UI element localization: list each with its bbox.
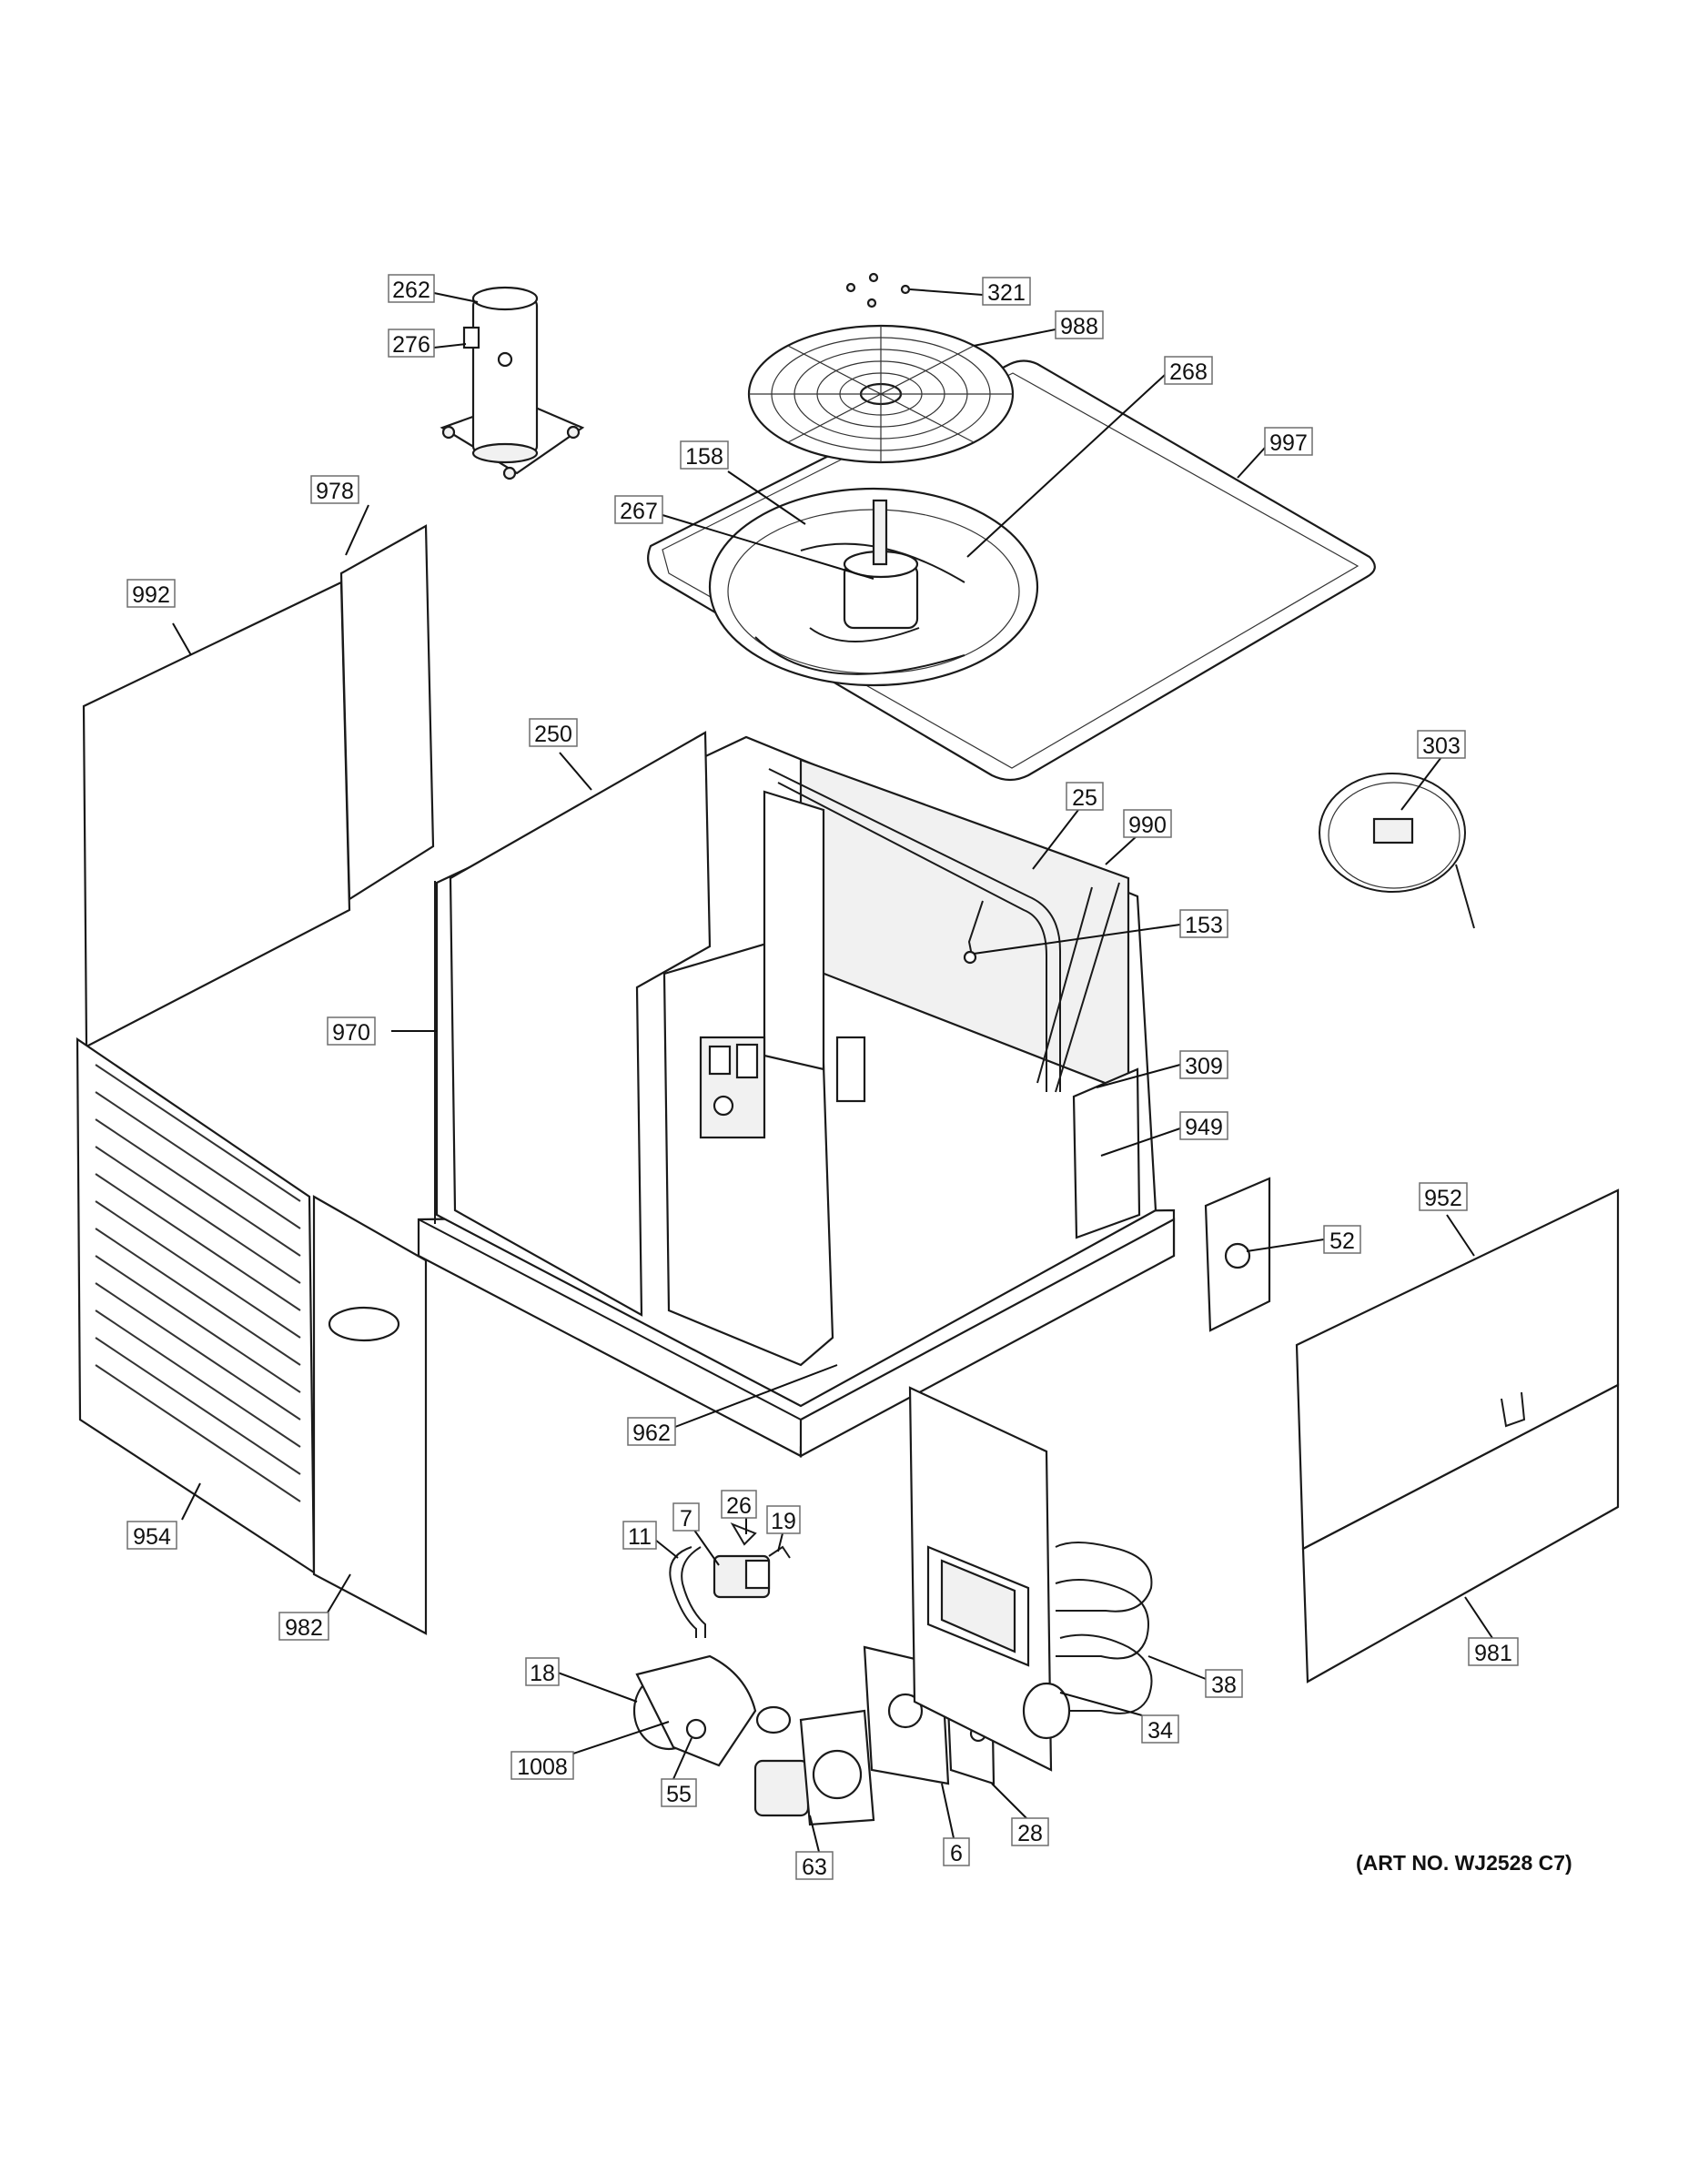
refrigerant-tubing	[768, 768, 1061, 1092]
callout-34: 34	[1141, 1714, 1179, 1744]
fan-nuts	[845, 272, 911, 308]
svg-text:268: 268	[1169, 359, 1208, 385]
gas-valve-assembly	[669, 1522, 791, 1638]
callout-267: 267	[614, 495, 663, 524]
callout-321: 321	[982, 277, 1031, 306]
callout-19: 19	[766, 1505, 801, 1534]
svg-text:970: 970	[332, 1020, 370, 1046]
fan-guard-grille	[747, 324, 1015, 464]
callout-38: 38	[1205, 1669, 1243, 1698]
svg-text:26: 26	[726, 1493, 752, 1519]
svg-text:1008: 1008	[517, 1754, 568, 1780]
heat-exchanger	[1022, 1542, 1153, 1740]
svg-text:262: 262	[392, 278, 430, 303]
svg-text:55: 55	[666, 1782, 692, 1807]
svg-text:19: 19	[771, 1509, 796, 1534]
callout-981: 981	[1468, 1637, 1519, 1666]
svg-text:954: 954	[133, 1524, 171, 1550]
svg-text:309: 309	[1185, 1054, 1223, 1079]
callout-954: 954	[126, 1521, 177, 1550]
callout-970: 970	[327, 1016, 376, 1046]
svg-text:7: 7	[680, 1506, 692, 1532]
callout-6: 6	[943, 1837, 970, 1866]
callout-26: 26	[721, 1490, 757, 1519]
svg-text:63: 63	[802, 1855, 827, 1880]
callout-18: 18	[525, 1657, 560, 1686]
inducer-blower	[632, 1654, 792, 1767]
callout-990: 990	[1123, 809, 1172, 838]
callout-949: 949	[1179, 1111, 1228, 1140]
control-box	[699, 1036, 866, 1139]
fan-motor	[843, 499, 919, 630]
svg-text:250: 250	[534, 722, 572, 747]
callout-262: 262	[388, 274, 435, 303]
callout-52: 52	[1323, 1225, 1361, 1254]
callout-1008: 1008	[510, 1751, 574, 1780]
callout-63: 63	[795, 1851, 834, 1880]
callout-962: 962	[627, 1417, 676, 1446]
svg-text:962: 962	[632, 1421, 671, 1446]
wiring-harness	[1319, 773, 1475, 929]
front-access-door	[312, 1195, 428, 1635]
svg-text:11: 11	[628, 1524, 652, 1550]
svg-text:978: 978	[316, 479, 354, 504]
compressor	[440, 286, 585, 480]
callout-952: 952	[1419, 1182, 1468, 1211]
svg-text:982: 982	[285, 1615, 323, 1641]
svg-text:267: 267	[620, 499, 658, 524]
svg-text:949: 949	[1185, 1115, 1223, 1140]
callout-250: 250	[529, 718, 578, 747]
callout-28: 28	[1011, 1817, 1049, 1846]
draft-motor	[753, 1709, 875, 1826]
callout-153: 153	[1179, 909, 1228, 938]
svg-text:997: 997	[1269, 430, 1308, 456]
callout-309: 309	[1179, 1050, 1228, 1079]
callout-978: 978	[310, 475, 359, 504]
callout-11: 11	[622, 1521, 657, 1550]
svg-text:6: 6	[950, 1841, 963, 1866]
svg-text:28: 28	[1017, 1821, 1043, 1846]
callout-992: 992	[126, 579, 176, 608]
svg-text:952: 952	[1424, 1186, 1462, 1211]
callout-303: 303	[1417, 730, 1466, 759]
art-number-label: (ART NO. WJ2528 C7)	[1356, 1851, 1572, 1875]
svg-text:321: 321	[987, 280, 1026, 306]
callout-268: 268	[1164, 356, 1213, 385]
svg-text:158: 158	[685, 444, 723, 470]
svg-text:25: 25	[1072, 785, 1097, 811]
callout-55: 55	[661, 1778, 697, 1807]
callout-276: 276	[388, 329, 435, 358]
partition-panel	[908, 1386, 1053, 1772]
svg-text:303: 303	[1422, 733, 1461, 759]
svg-text:153: 153	[1185, 913, 1223, 938]
callout-988: 988	[1055, 310, 1104, 339]
callout-7: 7	[672, 1502, 700, 1532]
upper-access-panel	[82, 524, 435, 1048]
right-side-panels	[1295, 1188, 1620, 1684]
svg-text:34: 34	[1147, 1718, 1173, 1744]
callout-158: 158	[680, 440, 729, 470]
inducer-mount-plate	[1204, 1177, 1271, 1332]
callout-25: 25	[1066, 782, 1104, 811]
callout-997: 997	[1264, 427, 1313, 456]
leader-lines	[172, 288, 1493, 1853]
svg-text:988: 988	[1060, 314, 1098, 339]
svg-text:992: 992	[132, 582, 170, 608]
callout-982: 982	[278, 1612, 329, 1641]
svg-text:990: 990	[1128, 813, 1167, 838]
svg-text:981: 981	[1474, 1641, 1512, 1666]
svg-text:18: 18	[530, 1661, 555, 1686]
svg-text:38: 38	[1211, 1673, 1237, 1698]
svg-text:52: 52	[1329, 1228, 1355, 1254]
svg-text:276: 276	[392, 332, 430, 358]
